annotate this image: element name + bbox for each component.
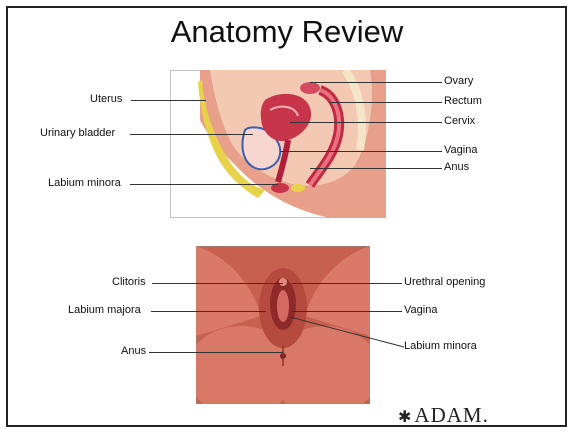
sagittal-section-image bbox=[170, 70, 386, 218]
leader-labium-minora-top bbox=[130, 184, 278, 185]
leader-ovary bbox=[310, 82, 442, 83]
leader-anus-bottom bbox=[149, 352, 283, 353]
logo-text: ADAM. bbox=[414, 403, 488, 427]
label-clitoris: Clitoris bbox=[112, 276, 146, 288]
label-vagina-top: Vagina bbox=[444, 144, 477, 156]
label-vagina-bottom: Vagina bbox=[404, 304, 437, 316]
leader-labium-majora bbox=[151, 311, 266, 312]
leader-labium-minora-bottom bbox=[290, 316, 406, 350]
leader-clitoris bbox=[152, 283, 283, 284]
slide-title: Anatomy Review bbox=[0, 14, 574, 50]
label-urinary-bladder: Urinary bladder bbox=[40, 127, 115, 139]
label-labium-minora-bottom: Labium minora bbox=[404, 340, 477, 352]
label-anus-top: Anus bbox=[444, 161, 469, 173]
label-anus-bottom: Anus bbox=[121, 345, 146, 357]
label-labium-minora-top: Labium minora bbox=[48, 177, 121, 189]
label-urethral-opening: Urethral opening bbox=[404, 276, 485, 288]
label-labium-majora: Labium majora bbox=[68, 304, 141, 316]
leader-uterus bbox=[131, 100, 206, 101]
label-cervix: Cervix bbox=[444, 115, 475, 127]
label-uterus: Uterus bbox=[90, 93, 122, 105]
label-ovary: Ovary bbox=[444, 75, 473, 87]
leader-vagina-bottom bbox=[292, 311, 402, 312]
leader-urinary-bladder bbox=[130, 134, 253, 135]
leader-anus-top bbox=[310, 168, 442, 169]
leader-vagina-top bbox=[280, 151, 442, 152]
star-icon: ✱ bbox=[398, 409, 412, 426]
adam-logo: ✱ADAM. bbox=[398, 403, 489, 428]
label-rectum: Rectum bbox=[444, 95, 482, 107]
leader-rectum bbox=[330, 102, 442, 103]
leader-urethral-opening bbox=[292, 283, 402, 284]
leader-cervix bbox=[290, 122, 442, 123]
